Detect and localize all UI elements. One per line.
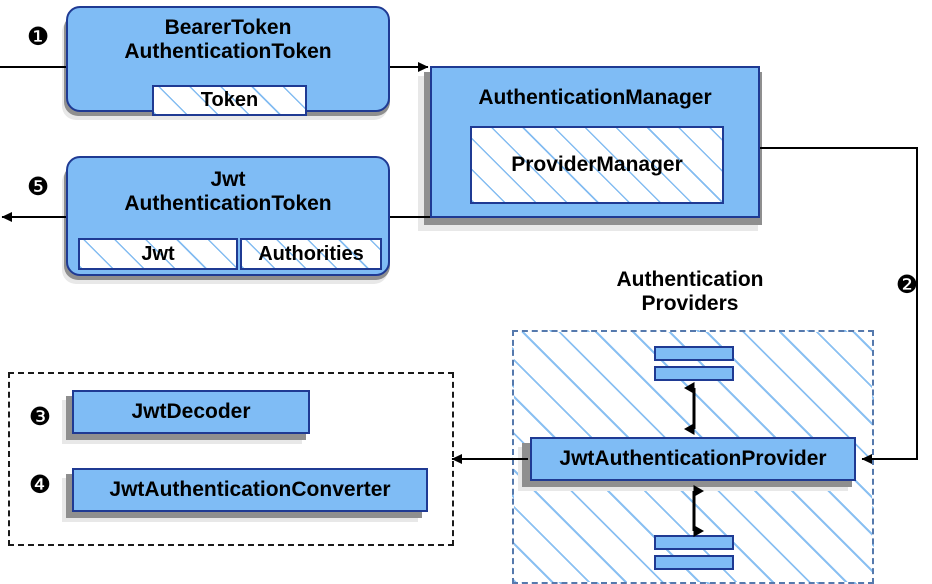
node-jwt-authentication-provider[interactable]: JwtAuthenticationProvider [530,437,856,481]
inner-box-provider-manager: ProviderManager [470,126,724,204]
provider-placeholder-bar-bottom-2 [654,555,734,570]
jwt-provider-title: JwtAuthenticationProvider [559,447,827,471]
node-jwt-decoder[interactable]: JwtDecoder [72,390,310,434]
jwt-token-title-line2: AuthenticationToken [124,191,332,215]
provider-placeholder-bar-top-2 [654,366,734,381]
jwt-decoder-title: JwtDecoder [131,400,251,424]
step-marker-2: ❷ [895,270,919,299]
jwt-converter-title: JwtAuthenticationConverter [109,478,391,502]
bearer-token-title-line1: BearerToken [164,16,292,39]
providers-label-line1: Authentication [616,268,764,291]
provider-placeholder-bar-top-1 [654,346,734,361]
jwt-token-title: Jwt AuthenticationToken [124,168,331,215]
bearer-token-title: BearerToken AuthenticationToken [124,16,331,63]
node-authentication-manager[interactable]: AuthenticationManager ProviderManager [430,66,760,218]
providers-label-line2: Providers [641,291,739,315]
step-marker-4: ❹ [28,470,52,499]
inner-box-authorities: Authorities [240,238,382,270]
inner-box-token: Token [152,85,307,116]
node-jwt-authentication-converter[interactable]: JwtAuthenticationConverter [72,468,428,512]
node-bearer-token-authentication-token[interactable]: BearerToken AuthenticationToken Token [66,6,390,116]
jwt-token-title-line1: Jwt [210,168,246,191]
authentication-providers-label: Authentication Providers [570,268,810,315]
step-marker-1: ❶ [26,22,50,51]
step-marker-3: ❸ [28,402,52,431]
authentication-manager-title: AuthenticationManager [478,86,712,109]
node-jwt-authentication-token[interactable]: Jwt AuthenticationToken Jwt Authorities [66,156,390,276]
bearer-token-title-line2: AuthenticationToken [124,39,332,63]
step-marker-5: ❺ [26,172,50,201]
inner-box-jwt: Jwt [78,238,238,270]
